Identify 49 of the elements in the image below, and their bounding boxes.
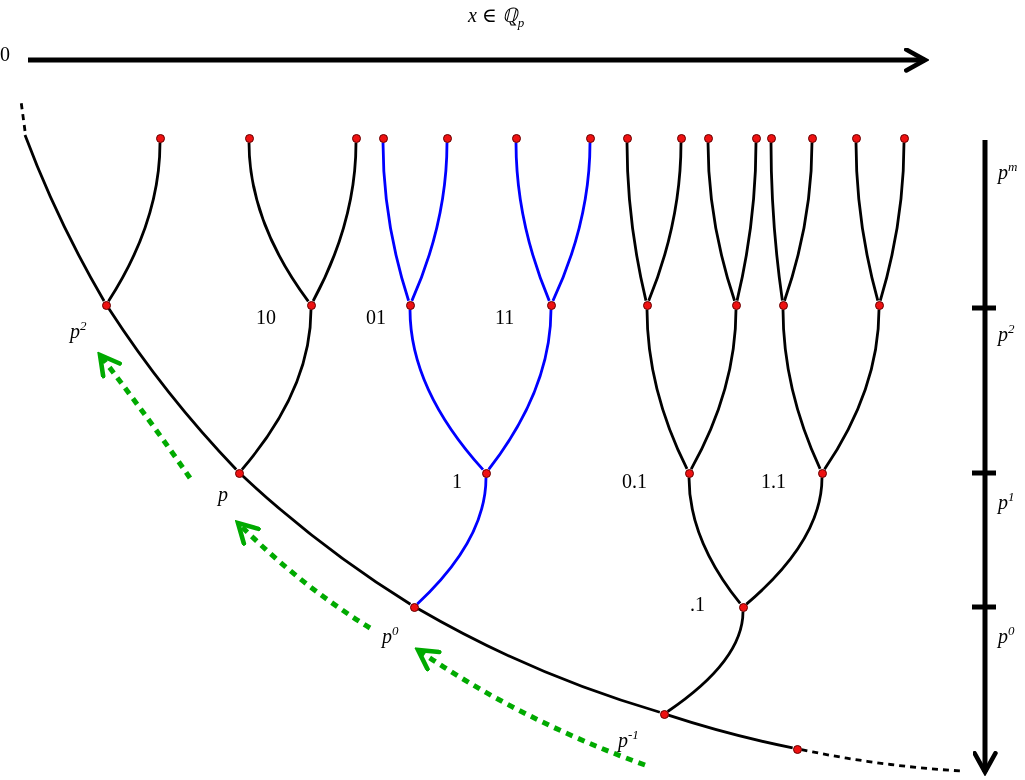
tree-edge — [878, 142, 906, 302]
tree-edge — [514, 142, 551, 302]
scale-label: p$^{m}$ — [998, 158, 1018, 183]
tree-edge — [687, 477, 742, 605]
axis-label: x ∈ ℚ$_{p}$ — [468, 4, 525, 32]
tree-edge — [487, 309, 553, 471]
tree-edge — [823, 309, 881, 471]
tree-edge — [783, 142, 814, 302]
vertex-label: 1 — [452, 470, 462, 492]
scale-label: p$^{2}$ — [998, 320, 1015, 345]
tree-edge — [107, 307, 238, 471]
vertex-label: 11 — [495, 306, 515, 328]
tree-edge — [667, 713, 793, 750]
tree-edge — [689, 309, 738, 470]
tree-edge — [551, 142, 592, 302]
tree-edge — [706, 142, 736, 302]
tree-edge — [647, 142, 683, 302]
vertex-label: 10 — [256, 306, 276, 328]
tree-edge — [801, 748, 963, 773]
tree-edge — [408, 309, 485, 471]
vertex-label: 1.1 — [761, 470, 786, 492]
tree-edge — [410, 142, 449, 302]
scale-label: p$^{1}$ — [998, 488, 1015, 513]
scale-label: p$^{0}$ — [998, 622, 1015, 647]
vertex-label: p$^{-1}$ — [618, 726, 639, 751]
vertex-label: p$^{2}$ — [70, 317, 87, 342]
tree-edge — [735, 142, 758, 301]
tree-edge — [107, 142, 162, 302]
tree-edge — [666, 611, 745, 713]
axis-label: 0 — [0, 43, 10, 65]
vertex-label: p — [218, 483, 228, 505]
vertex-label: p$^{0}$ — [382, 622, 399, 647]
tree-edge — [241, 474, 412, 606]
tree-edge — [416, 477, 488, 605]
tree-edge — [240, 309, 313, 471]
tree-edge — [645, 309, 689, 470]
tree-edge — [625, 142, 648, 301]
tree-edge — [854, 142, 880, 301]
vertex-label: 01 — [366, 306, 386, 328]
tree-edge — [23, 134, 106, 302]
tree-edge — [769, 142, 784, 301]
vertex-label: .1 — [690, 593, 705, 615]
tree-edge — [781, 309, 822, 470]
tree-edge — [381, 142, 410, 302]
tree-edge — [311, 142, 358, 302]
tree-edge — [745, 477, 824, 606]
vertex-label: 0.1 — [622, 470, 647, 492]
tree-edge — [247, 142, 310, 303]
tree-edge — [417, 607, 661, 714]
